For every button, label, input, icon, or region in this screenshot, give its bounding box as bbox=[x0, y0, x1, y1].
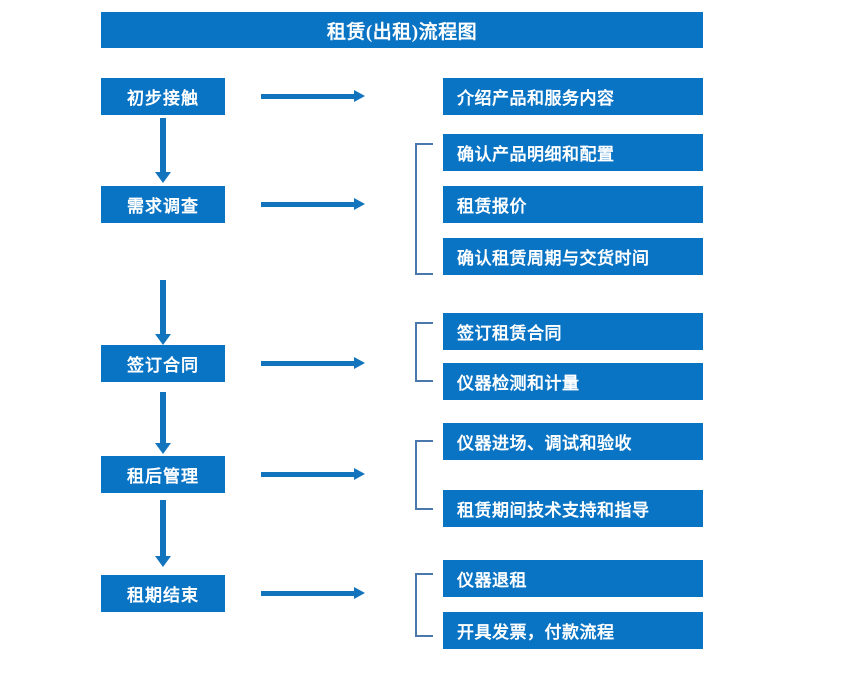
stage-box-3[interactable]: 签订合同 bbox=[101, 345, 225, 382]
detail-box-2-2[interactable]: 租赁报价 bbox=[443, 186, 703, 223]
arrow-shaft bbox=[160, 392, 166, 443]
group-bracket-2 bbox=[415, 143, 433, 275]
down-arrow-1 bbox=[153, 118, 173, 183]
detail-box-5-1[interactable]: 仪器退租 bbox=[443, 560, 703, 597]
detail-box-4-1[interactable]: 仪器进场、调试和验收 bbox=[443, 423, 703, 460]
down-arrow-4 bbox=[153, 500, 173, 567]
detail-box-3-2[interactable]: 仪器检测和计量 bbox=[443, 363, 703, 400]
detail-box-3-1[interactable]: 签订租赁合同 bbox=[443, 313, 703, 350]
right-arrow-2 bbox=[261, 196, 365, 214]
arrow-shaft bbox=[261, 202, 354, 207]
group-bracket-5 bbox=[415, 573, 433, 637]
stage-box-1[interactable]: 初步接触 bbox=[101, 78, 225, 115]
stage-box-2[interactable]: 需求调查 bbox=[101, 186, 225, 223]
arrow-shaft bbox=[261, 591, 354, 596]
arrow-shaft bbox=[160, 500, 166, 556]
arrow-head bbox=[354, 468, 365, 480]
detail-box-5-2[interactable]: 开具发票，付款流程 bbox=[443, 612, 703, 649]
arrow-shaft bbox=[261, 94, 354, 99]
detail-box-4-2[interactable]: 租赁期间技术支持和指导 bbox=[443, 490, 703, 527]
arrow-shaft bbox=[261, 361, 354, 366]
arrow-head bbox=[155, 334, 171, 345]
detail-box-2-1[interactable]: 确认产品明细和配置 bbox=[443, 134, 703, 171]
arrow-shaft bbox=[261, 472, 354, 477]
detail-box-2-3[interactable]: 确认租赁周期与交货时间 bbox=[443, 238, 703, 275]
arrow-shaft bbox=[160, 280, 166, 334]
down-arrow-3 bbox=[153, 392, 173, 454]
right-arrow-5 bbox=[261, 585, 365, 603]
arrow-head bbox=[354, 198, 365, 210]
right-arrow-4 bbox=[261, 466, 365, 484]
arrow-head bbox=[354, 587, 365, 599]
page-title: 租赁(出租)流程图 bbox=[101, 12, 703, 48]
stage-box-5[interactable]: 租期结束 bbox=[101, 575, 225, 612]
down-arrow-2 bbox=[153, 280, 173, 345]
arrow-shaft bbox=[160, 118, 166, 172]
group-bracket-4 bbox=[415, 440, 433, 510]
group-bracket-3 bbox=[415, 322, 433, 382]
right-arrow-3 bbox=[261, 355, 365, 373]
arrow-head bbox=[354, 357, 365, 369]
arrow-head bbox=[155, 556, 171, 567]
right-arrow-1 bbox=[261, 88, 365, 106]
stage-box-4[interactable]: 租后管理 bbox=[101, 456, 225, 493]
detail-box-1-1[interactable]: 介绍产品和服务内容 bbox=[443, 78, 703, 115]
arrow-head bbox=[155, 172, 171, 183]
arrow-head bbox=[354, 90, 365, 102]
arrow-head bbox=[155, 443, 171, 454]
